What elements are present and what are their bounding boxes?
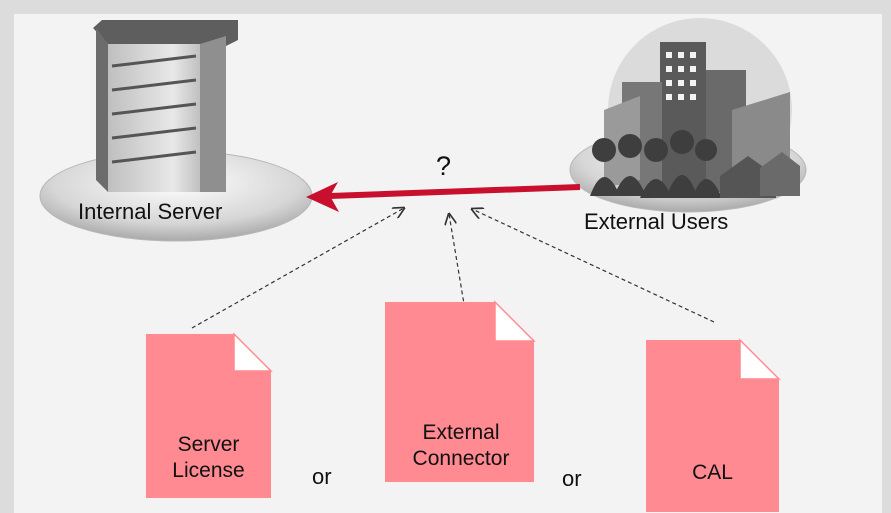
- option-label-line2: Connector: [412, 447, 510, 470]
- dashed-arrow-external-connector: [449, 214, 468, 323]
- question-mark: ?: [436, 151, 452, 181]
- document-icon: [646, 338, 781, 512]
- option-cal: CAL: [646, 460, 779, 486]
- option-label-line1: CAL: [692, 461, 733, 484]
- city-people-globe-icon: [569, 18, 807, 213]
- document-icon: [146, 332, 273, 498]
- option-label-line2: License: [172, 459, 245, 482]
- option-label-line1: Server: [177, 433, 240, 456]
- dashed-arrow-cal: [472, 209, 715, 323]
- users-label: External Users: [584, 209, 729, 234]
- or-separator: or: [312, 464, 332, 489]
- access-arrow: [306, 182, 581, 212]
- document-icon: [385, 300, 536, 482]
- option-label-line1: External: [422, 421, 500, 444]
- option-server-license: Server License: [146, 432, 271, 484]
- or-separator: or: [562, 466, 582, 491]
- dashed-arrow-server-license: [191, 208, 404, 329]
- option-external-connector: External Connector: [385, 420, 537, 472]
- server-tower-icon: [93, 20, 238, 192]
- server-label: Internal Server: [78, 199, 223, 224]
